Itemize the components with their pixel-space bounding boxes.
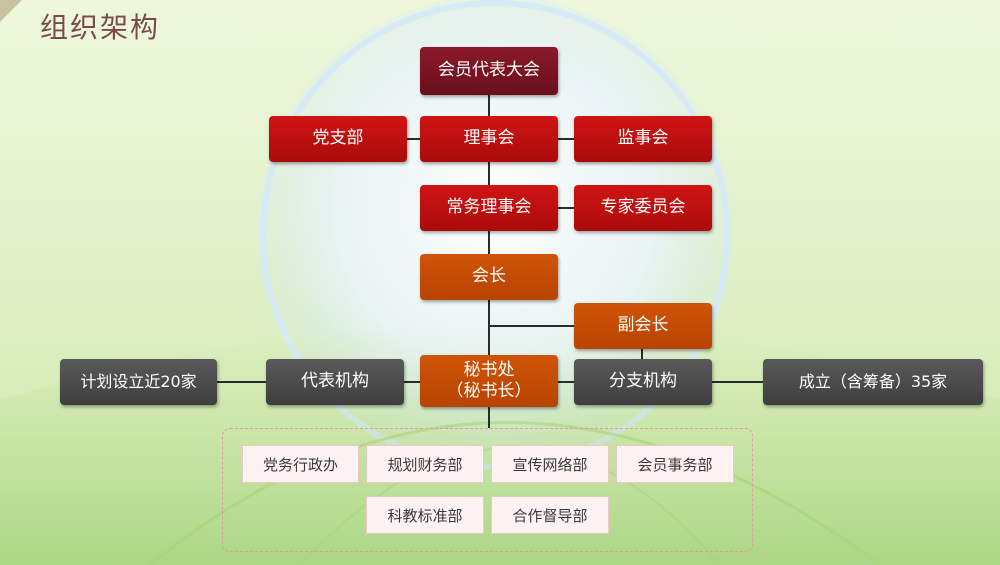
node-member-assembly[interactable]: 会员代表大会 — [420, 47, 558, 95]
node-branch-count[interactable]: 成立（含筹备）35家 — [763, 359, 983, 405]
departments-frame — [222, 428, 753, 552]
dept-planning-finance[interactable]: 规划财务部 — [366, 445, 484, 483]
node-branch-office[interactable]: 分支机构 — [574, 359, 712, 405]
node-president[interactable]: 会长 — [420, 254, 558, 300]
dept-member-affairs[interactable]: 会员事务部 — [616, 445, 734, 483]
page-title: 组织架构 — [40, 11, 161, 44]
dept-publicity-network[interactable]: 宣传网络部 — [491, 445, 609, 483]
corner-accent — [0, 0, 22, 22]
node-supervisory-board[interactable]: 监事会 — [574, 116, 712, 162]
node-standing-council[interactable]: 常务理事会 — [420, 185, 558, 231]
dept-party-admin[interactable]: 党务行政办 — [242, 445, 359, 483]
node-party-branch[interactable]: 党支部 — [269, 116, 407, 162]
dept-science-education-standards[interactable]: 科教标准部 — [366, 496, 484, 534]
node-council[interactable]: 理事会 — [420, 116, 558, 162]
node-representative-office[interactable]: 代表机构 — [266, 359, 404, 405]
secretary-general-label: （秘书长） — [446, 381, 532, 401]
node-vice-president[interactable]: 副会长 — [574, 303, 712, 349]
swoosh-arc-1 — [149, 421, 881, 565]
node-expert-committee[interactable]: 专家委员会 — [574, 185, 712, 231]
node-secretariat[interactable]: 秘书处 （秘书长） — [420, 355, 558, 407]
secretariat-label: 秘书处 — [463, 359, 515, 380]
node-rep-plan[interactable]: 计划设立近20家 — [60, 359, 217, 405]
dept-cooperation-supervision[interactable]: 合作督导部 — [491, 496, 609, 534]
